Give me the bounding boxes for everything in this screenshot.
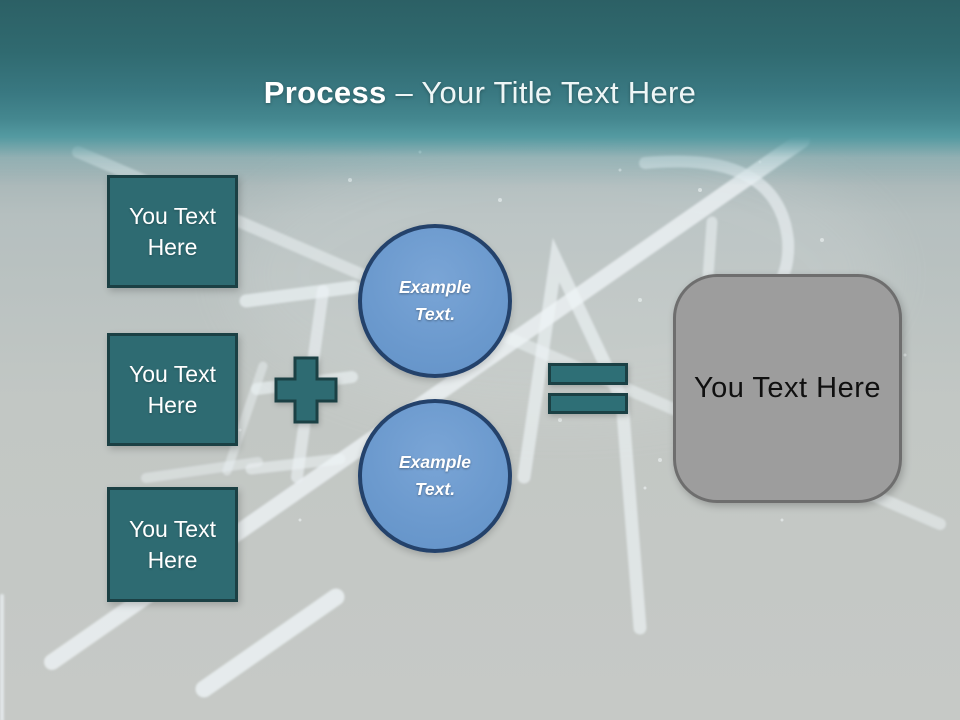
input-box-3-label: You Text Here [129, 516, 216, 573]
input-box-2-label: You Text Here [129, 361, 216, 418]
example-circle-2-label: Example Text. [399, 451, 471, 499]
title-emphasis: Process [263, 74, 387, 110]
title-text: – Your Title Text Here [395, 74, 697, 110]
result-box-label: You Text Here [693, 372, 882, 404]
header-band [0, 0, 960, 185]
input-box-1[interactable]: You Text Here [107, 175, 238, 288]
example-circle-1-label: Example Text. [399, 276, 471, 324]
example-circle-2[interactable]: Example Text. [358, 399, 512, 553]
input-box-1-label: You Text Here [129, 203, 216, 260]
result-box[interactable]: You Text Here [673, 274, 902, 503]
slide-title[interactable]: Process – Your Title Text Here [0, 75, 960, 111]
input-box-3[interactable]: You Text Here [107, 487, 238, 602]
equals-operator [548, 363, 628, 414]
equals-icon [548, 363, 628, 385]
plus-icon [274, 356, 338, 424]
input-box-2[interactable]: You Text Here [107, 333, 238, 446]
equals-icon [548, 393, 628, 414]
plus-operator [274, 356, 338, 429]
example-circle-1[interactable]: Example Text. [358, 224, 512, 378]
